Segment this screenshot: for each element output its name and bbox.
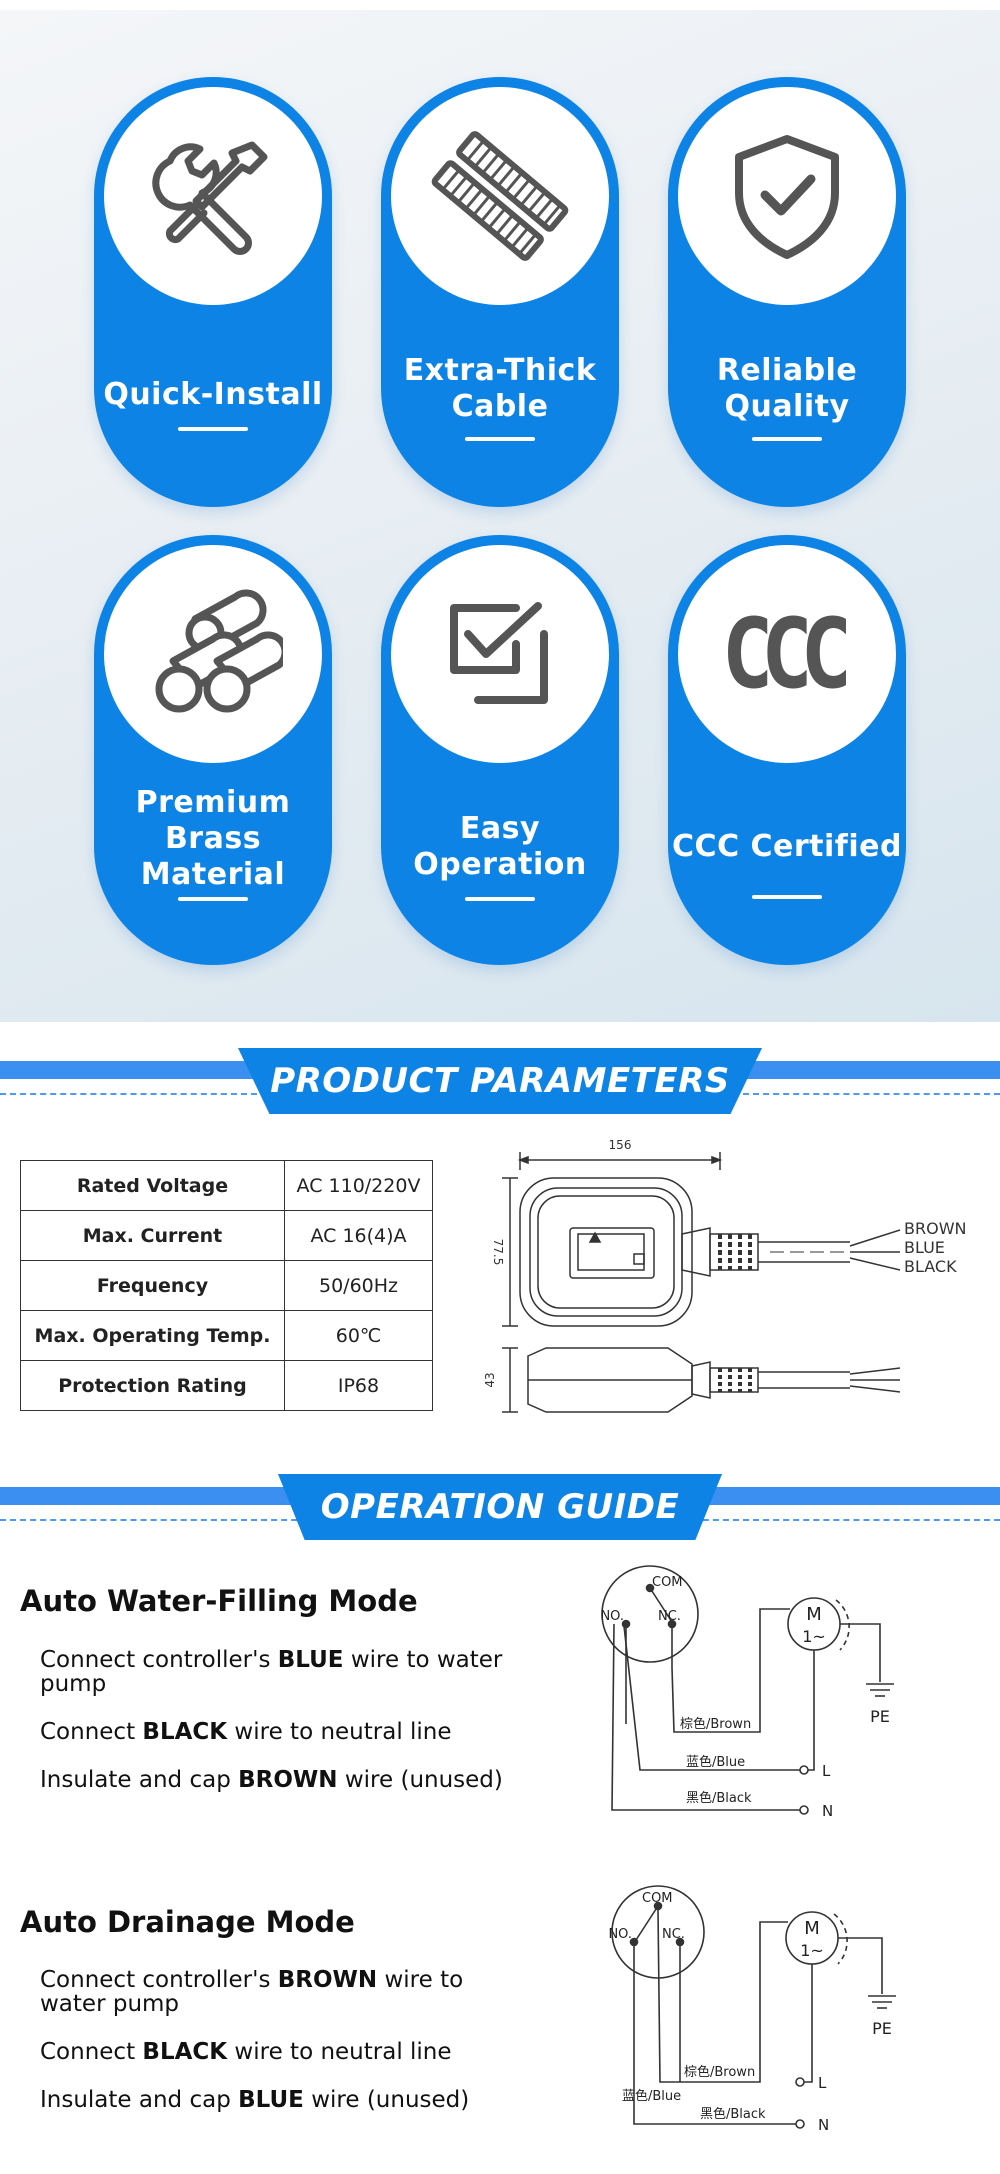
- instruction-step: Connect BLACK wire to neutral line: [40, 2039, 452, 2065]
- feature-underline: [752, 437, 822, 441]
- feature-label: Cable: [451, 389, 549, 424]
- wire-black-label: 黑色/Black: [686, 1790, 752, 1806]
- feature-label: Quality: [724, 389, 850, 424]
- feature-label: Brass: [164, 821, 262, 856]
- feature-label: Operation: [413, 847, 587, 882]
- feature-underline: [178, 897, 248, 901]
- shield-check-icon: [735, 135, 839, 259]
- wiring-diagram-filling: COM NO. NC. M 1~ PE L N 棕色/Brown 蓝色/Blue…: [600, 1565, 894, 1820]
- table-row: Rated Voltage AC 110/220V: [20, 1160, 433, 1211]
- section-title: OPERATION GUIDE: [320, 1487, 680, 1527]
- feature-label: CCC Certified: [672, 829, 902, 864]
- feature-card-reliable-quality: Reliable Quality: [668, 77, 906, 507]
- param-name: Max. Operating Temp.: [20, 1310, 285, 1361]
- height-dimension: 77.5: [491, 1239, 505, 1266]
- param-value: AC 16(4)A: [284, 1210, 433, 1261]
- feature-underline: [465, 437, 535, 441]
- brass-rods-icon: [155, 589, 283, 713]
- pe-label: PE: [870, 1707, 890, 1726]
- tools-icon: [152, 141, 268, 255]
- width-dimension: 156: [609, 1138, 632, 1152]
- feature-underline: [752, 895, 822, 899]
- instruction-step: Connect controller's BLUE wire to water …: [40, 1647, 503, 1697]
- instruction-step: Insulate and cap BLUE wire (unused): [40, 2087, 470, 2113]
- param-value: 60℃: [284, 1310, 433, 1361]
- wire-blue-label: 蓝色/Blue: [686, 1754, 745, 1770]
- checkbox-icon: [450, 602, 548, 704]
- param-name: Max. Current: [20, 1210, 285, 1261]
- mode-title: Auto Water-Filling Mode: [20, 1584, 418, 1618]
- features-panel: Quick-Install Extra-Thick Cable: [0, 10, 1000, 1022]
- section-header-parameters: PRODUCT PARAMETERS: [0, 1048, 1000, 1118]
- motor-label: M: [804, 1918, 820, 1939]
- neutral-label: N: [822, 1802, 833, 1820]
- param-value: AC 110/220V: [284, 1160, 433, 1211]
- wire-blue-label: 蓝色/Blue: [622, 2088, 681, 2104]
- thickness-dimension: 43: [483, 1372, 497, 1387]
- motor-label: M: [806, 1604, 822, 1625]
- feature-card-quick-install: Quick-Install: [94, 77, 332, 507]
- dimension-drawing: 156 77.5 43 BROWN BLUE BLACK: [483, 1138, 966, 1413]
- param-name: Frequency: [20, 1260, 285, 1311]
- cable-icon: [431, 131, 569, 261]
- section-header-guide: OPERATION GUIDE: [0, 1474, 1000, 1544]
- table-row: Max. Current AC 16(4)A: [20, 1210, 433, 1261]
- wire-label-brown: BROWN: [904, 1219, 966, 1238]
- wire-label-blue: BLUE: [904, 1238, 945, 1257]
- line-label: L: [822, 1762, 831, 1780]
- wire-brown-label: 棕色/Brown: [680, 1716, 751, 1732]
- pe-label: PE: [872, 2019, 892, 2038]
- parameters-table: Rated Voltage AC 110/220V Max. Current A…: [20, 1160, 433, 1411]
- phase-label: 1~: [802, 1627, 826, 1646]
- feature-card-extra-thick-cable: Extra-Thick Cable: [381, 77, 619, 507]
- diagram-nc-label: NC.: [658, 1609, 681, 1624]
- diagram-com-label: COM: [642, 1891, 673, 1906]
- param-value: 50/60Hz: [284, 1260, 433, 1311]
- feature-label: Easy: [459, 811, 541, 846]
- wiring-diagram-drainage: COM NO. NC. M 1~ PE L N 棕色/Brown 蓝色/Blue…: [608, 1885, 896, 2134]
- diagram-no-label: NO.: [600, 1609, 624, 1624]
- wire-label-black: BLACK: [904, 1257, 957, 1276]
- feature-label: Material: [140, 857, 286, 892]
- neutral-label: N: [818, 2116, 829, 2134]
- instruction-step: Connect BLACK wire to neutral line: [40, 1719, 452, 1745]
- line-label: L: [818, 2074, 827, 2092]
- mode-title: Auto Drainage Mode: [20, 1905, 355, 1939]
- param-name: Protection Rating: [20, 1360, 285, 1411]
- table-row: Max. Operating Temp. 60℃: [20, 1310, 433, 1361]
- section-title: PRODUCT PARAMETERS: [270, 1061, 730, 1101]
- phase-label: 1~: [800, 1941, 824, 1960]
- wire-brown-label: 棕色/Brown: [684, 2064, 755, 2080]
- instruction-step: Insulate and cap BROWN wire (unused): [40, 1767, 503, 1793]
- feature-label: Extra-Thick: [403, 353, 597, 388]
- diagram-com-label: COM: [652, 1575, 683, 1590]
- diagram-nc-label: NC.: [662, 1927, 685, 1942]
- param-value: IP68: [284, 1360, 433, 1411]
- param-name: Rated Voltage: [20, 1160, 285, 1211]
- feature-card-premium-brass: Premium Brass Material: [94, 535, 332, 965]
- feature-underline: [178, 427, 248, 431]
- table-row: Frequency 50/60Hz: [20, 1260, 433, 1311]
- feature-label: Premium: [135, 785, 291, 820]
- ccc-icon: CCC: [721, 598, 853, 710]
- instruction-step: Connect controller's BROWN wire to water…: [40, 1967, 464, 2017]
- feature-card-ccc-certified: CCC CCC Certified: [668, 535, 906, 965]
- feature-label: Reliable: [716, 353, 858, 388]
- feature-underline: [465, 897, 535, 901]
- table-row: Protection Rating IP68: [20, 1360, 433, 1411]
- feature-card-easy-operation: Easy Operation: [381, 535, 619, 965]
- feature-label: Quick-Install: [103, 377, 323, 412]
- diagram-no-label: NO.: [608, 1927, 632, 1942]
- wire-black-label: 黑色/Black: [700, 2106, 766, 2122]
